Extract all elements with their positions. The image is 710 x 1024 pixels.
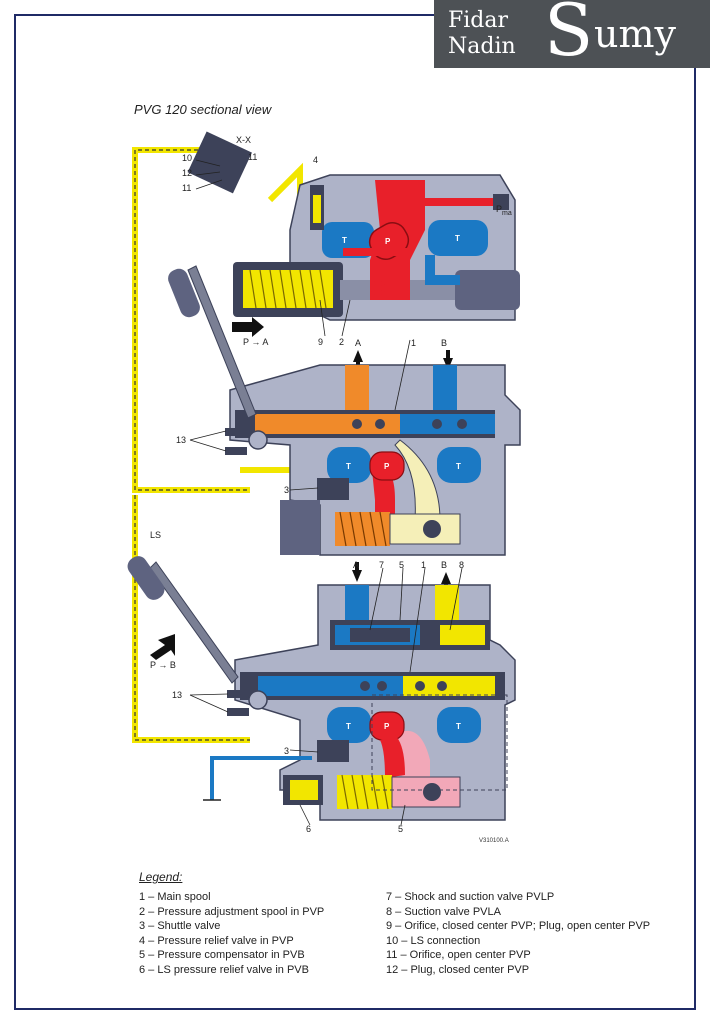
legend-item: 4 – Pressure relief valve in PVP	[139, 934, 294, 947]
label-1-bot: 1	[421, 560, 426, 570]
label-b-bot: B	[441, 560, 447, 570]
tank-mark: T	[456, 462, 461, 471]
legend-item: 8 – Suction valve PVLA	[386, 905, 501, 918]
logo-big-letter: S	[544, 0, 594, 72]
logo-line-2: Nadin	[448, 34, 516, 59]
label-5-b: 5	[398, 824, 403, 834]
label-9: 9	[318, 337, 323, 347]
port-letters: T T P T T P T T P	[342, 234, 461, 731]
tank-mark: T	[455, 234, 460, 243]
label-5: 5	[399, 560, 404, 570]
pvp-ports	[343, 248, 408, 296]
tank-mark: T	[346, 722, 351, 731]
legend-item: 2 – Pressure adjustment spool in PVP	[139, 905, 325, 918]
label-8: 8	[459, 560, 464, 570]
label-7: 7	[379, 560, 384, 570]
legend-item: 5 – Pressure compensator in PVB	[139, 949, 305, 961]
pvg120-sectional-diagram: X-X 10 12 11 11 4 Pma 9 2 P → A A 1 B 13…	[127, 131, 521, 834]
label-6: 6	[306, 824, 311, 834]
logo-line-1: Fidar	[448, 8, 509, 33]
label-xx: X-X	[236, 135, 251, 145]
label-3-b: 3	[284, 746, 289, 756]
pvb-section-lower	[203, 584, 516, 821]
figure-code: V310100.A	[479, 838, 509, 844]
label-11-a: 11	[182, 183, 191, 193]
fidar-nadin-sumy-logo: Fidar Nadin S umy	[434, 0, 710, 68]
label-11-b: 11	[248, 152, 257, 162]
legend-item: 9 – Orifice, closed center PVP; Plug, op…	[386, 920, 651, 932]
callout-leaders	[189, 159, 463, 826]
ls-signal-lines-dash	[134, 149, 250, 741]
label-pma-main: P	[496, 204, 502, 214]
figure-title: PVG 120 sectional view	[134, 102, 272, 117]
tank-mark: T	[456, 722, 461, 731]
pressure-mark: P	[384, 722, 390, 731]
label-p-to-b: P → B	[150, 660, 176, 670]
page-frame	[14, 14, 696, 1010]
label-pma: Pma	[496, 204, 512, 217]
label-a-top: A	[355, 338, 361, 348]
pvp-section	[187, 131, 520, 321]
legend-item: 1 – Main spool	[139, 891, 211, 903]
legend-item: 7 – Shock and suction valve PVLP	[386, 891, 555, 903]
pvb-section-upper	[225, 364, 521, 556]
legend-right-column: 7 – Shock and suction valve PVLP 8 – Suc…	[386, 890, 650, 977]
legend-title: Legend:	[139, 870, 183, 884]
label-4: 4	[313, 155, 318, 165]
label-p-to-a: P → A	[243, 337, 268, 347]
label-10: 10	[182, 153, 192, 163]
label-2: 2	[339, 337, 344, 347]
legend-item: 3 – Shuttle valve	[139, 920, 221, 932]
callout-labels: X-X 10 12 11 11 4 Pma 9 2 P → A A 1 B 13…	[150, 135, 512, 834]
label-1-top: 1	[411, 338, 416, 348]
tank-mark: T	[346, 462, 351, 471]
legend-left-column: 1 – Main spool 2 – Pressure adjustment s…	[139, 890, 324, 977]
label-13-a: 13	[176, 435, 186, 445]
label-a-bot: A	[353, 560, 359, 570]
control-lever-lower	[127, 556, 239, 684]
legend-item: 11 – Orifice, open center PVP	[386, 949, 531, 961]
logo-word: umy	[594, 12, 676, 56]
tank-mark: T	[342, 236, 347, 245]
legend-item: 10 – LS connection	[386, 934, 481, 947]
legend-item: 6 – LS pressure relief valve in PVB	[139, 963, 309, 976]
pressure-mark: P	[384, 462, 390, 471]
pressure-mark: P	[385, 237, 391, 246]
label-12: 12	[182, 168, 192, 178]
label-13-b: 13	[172, 690, 182, 700]
label-pma-sub: ma	[502, 210, 512, 217]
label-ls: LS	[150, 530, 161, 540]
legend-item: 12 – Plug, closed center PVP	[386, 963, 530, 976]
flow-arrows-top	[232, 317, 453, 370]
label-b-top: B	[441, 338, 447, 348]
label-3-a: 3	[284, 485, 289, 495]
control-lever-upper	[168, 265, 257, 419]
